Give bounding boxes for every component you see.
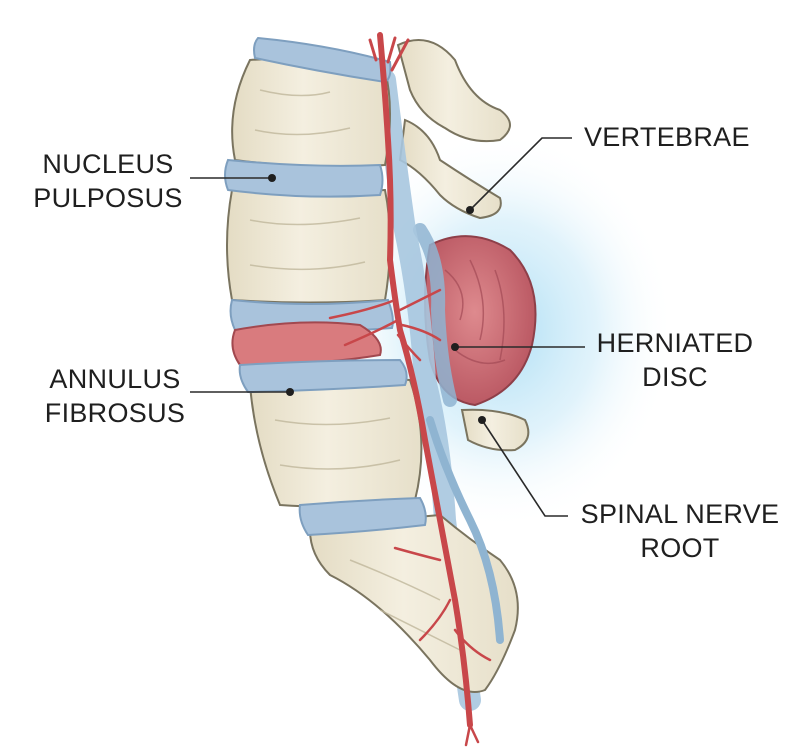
nucleus-bulge <box>231 321 382 367</box>
leader-spinal-nerve-root <box>481 419 568 517</box>
nerve-vessels <box>328 32 492 747</box>
herniated-disc-mass <box>413 223 537 407</box>
leader-vertebrae <box>469 137 572 211</box>
label-herniated-disc: HERNIATED DISC <box>590 326 760 394</box>
label-nucleus-line-2: PULPOSUS <box>33 183 183 213</box>
label-annulus-fibrosus: ANNULUS FIBROSUS <box>40 362 190 430</box>
label-herniated-line-2: DISC <box>642 362 708 392</box>
label-annulus-line-2: FIBROSUS <box>44 398 186 428</box>
leader-dots <box>268 174 486 424</box>
nucleus-pulposus-disc <box>224 158 384 198</box>
label-vertebrae: VERTEBRAE <box>584 120 750 154</box>
spinal-nerve-root <box>426 416 504 644</box>
label-nucleus-line-1: NUCLEUS <box>42 149 174 179</box>
label-herniated-line-1: HERNIATED <box>596 328 754 358</box>
vertebral-bodies <box>226 57 519 693</box>
label-nerve-line-1: SPINAL NERVE <box>580 499 780 529</box>
label-spinal-nerve-root: SPINAL NERVE ROOT <box>575 497 785 565</box>
label-annulus-line-1: ANNULUS <box>49 364 181 394</box>
intervertebral-discs <box>224 36 427 537</box>
label-nucleus-pulposus: NUCLEUS PULPOSUS <box>28 147 188 215</box>
label-nerve-line-2: ROOT <box>640 533 720 563</box>
label-vertebrae-line-1: VERTEBRAE <box>584 122 750 152</box>
leader-lines <box>190 137 585 517</box>
